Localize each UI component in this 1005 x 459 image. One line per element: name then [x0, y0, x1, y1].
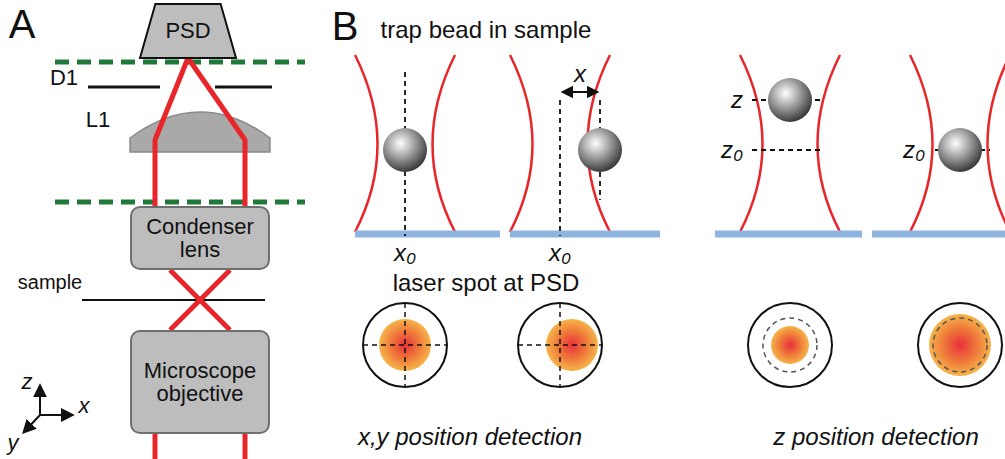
axis-label: z₀ — [721, 137, 743, 163]
node-text: PSD — [165, 19, 210, 42]
axis-label: z₀ — [903, 137, 925, 163]
panel-label: B — [332, 4, 359, 48]
laser-beam — [170, 270, 230, 330]
objective-box: Microscope objective — [130, 330, 270, 434]
psd-face — [363, 303, 1002, 387]
axis-label: z — [22, 370, 33, 394]
panel-label: A — [9, 2, 36, 46]
beam-ray — [170, 270, 230, 330]
displacement-arrow — [563, 91, 597, 93]
axis-label: y — [8, 431, 19, 455]
axis-label: x,y position detection — [358, 424, 582, 450]
panel-label: D1 — [50, 66, 78, 90]
node-text: Condenser lens — [140, 215, 260, 261]
panel-label: trap bead in sample — [381, 17, 592, 43]
axis-label: z — [731, 87, 743, 113]
axis-label: z position detection — [773, 424, 978, 450]
laser-spot — [379, 314, 991, 376]
beam-ray — [188, 58, 245, 206]
trap-beams — [355, 55, 1005, 232]
reference-lines — [405, 72, 990, 236]
detector-trapezoid: PSD — [140, 4, 236, 58]
input-beam — [155, 432, 245, 459]
condenser-box: Condenser lens — [130, 206, 270, 270]
laser-beam — [155, 58, 245, 206]
axis-label: x₀ — [394, 240, 416, 266]
panel-label: sample — [18, 271, 82, 293]
trapped-bead — [383, 78, 982, 172]
axis-label: x₀ — [549, 240, 571, 266]
coverslip — [355, 231, 1005, 238]
axis-label: x — [79, 394, 90, 418]
beam-ray — [155, 58, 188, 206]
sample-plane — [82, 299, 265, 301]
beam-ray — [170, 270, 230, 330]
panel-label: laser spot at PSD — [393, 270, 580, 296]
node-text: Microscope objective — [140, 359, 260, 405]
panel-label: L1 — [86, 108, 110, 132]
crosshair — [363, 303, 987, 387]
axis-label: x — [574, 61, 586, 87]
diaphragm — [88, 86, 272, 89]
lens-l1 — [130, 112, 270, 152]
